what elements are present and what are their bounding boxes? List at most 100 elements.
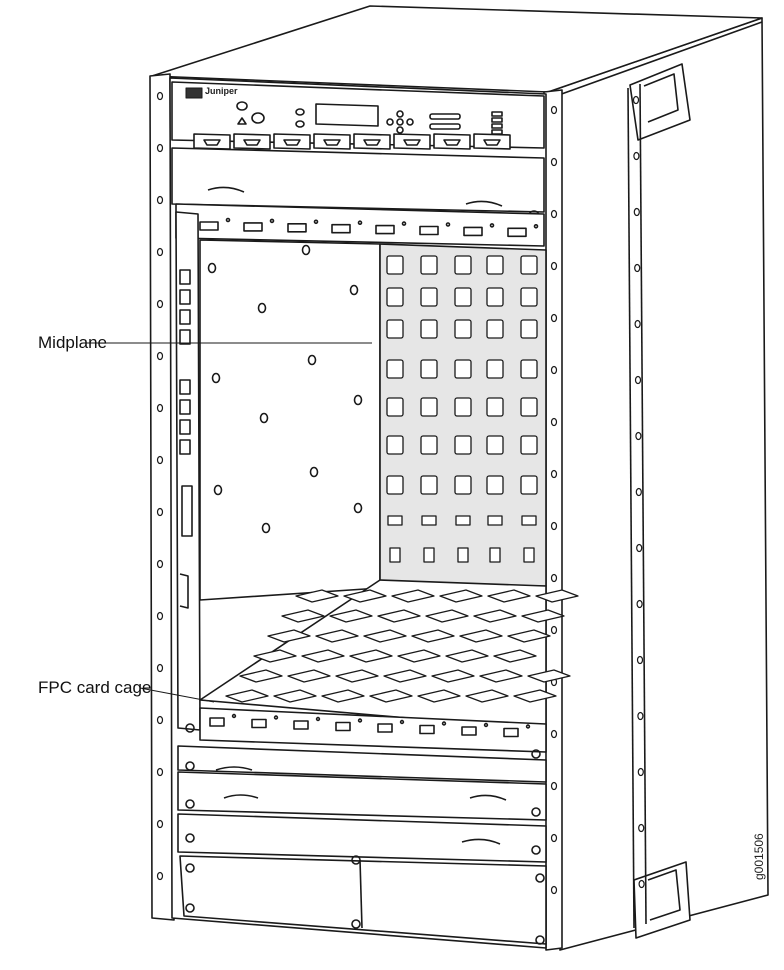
midplane-connector (386, 435, 404, 455)
midplane-connector (486, 287, 504, 307)
mounting-hole (550, 261, 558, 271)
power-supply-bays (179, 855, 547, 945)
card-guide (363, 629, 407, 643)
wall-screw (213, 484, 223, 496)
slot-latch (463, 226, 483, 237)
panel-screw (535, 873, 545, 883)
card-guide (513, 689, 557, 703)
rail-hole (635, 487, 642, 497)
midplane-connector (420, 359, 438, 379)
port-pins (323, 139, 341, 146)
right-mounting-ear (543, 89, 563, 951)
port-connector (393, 133, 431, 150)
midplane-connector-small (421, 515, 437, 526)
re-port (179, 289, 191, 305)
card-guide (281, 609, 325, 623)
rail-hole (638, 879, 645, 889)
card-guide (425, 609, 469, 623)
port-connector (233, 133, 271, 150)
rail-hole (636, 543, 643, 553)
midplane-connector (520, 255, 538, 275)
nav-button (406, 118, 414, 126)
mounting-hole (550, 469, 558, 479)
midplane-connector (454, 475, 472, 495)
slot-latch (507, 227, 527, 238)
card-guide (295, 589, 339, 603)
midplane-label: Midplane (38, 333, 107, 352)
midplane-connector (420, 397, 438, 417)
rail-hole (633, 151, 640, 161)
port-connector (313, 133, 351, 150)
card-guide (527, 669, 571, 683)
port-connector (193, 133, 231, 150)
card-guide (459, 629, 503, 643)
midplane-connector (520, 435, 538, 455)
front-screw (185, 833, 195, 843)
re-port (179, 269, 191, 285)
wall-screw (261, 522, 271, 534)
card-guide (273, 689, 317, 703)
rail-hole (633, 207, 640, 217)
slot-screw (399, 719, 405, 725)
slot-screw (483, 722, 489, 728)
panel-screw (351, 919, 361, 929)
slot-screw (525, 724, 531, 729)
card-guide (321, 689, 365, 703)
lower-fan-tray-2 (177, 771, 547, 821)
midplane-connector-small (423, 547, 435, 563)
card-guide (239, 669, 283, 683)
rail-hole (634, 319, 641, 329)
port-connector (473, 133, 511, 150)
status-led (491, 117, 503, 123)
midplane-connector (454, 435, 472, 455)
midplane-connector (486, 397, 504, 417)
slot-screw (357, 220, 363, 225)
midplane-connector-small (521, 515, 537, 526)
card-guide (287, 669, 331, 683)
figure-id: g001506 (752, 833, 766, 880)
front-screw (185, 761, 195, 771)
midplane-connector (420, 435, 438, 455)
slot-screw (231, 713, 237, 719)
front-screw (185, 723, 195, 733)
midplane-connector (386, 475, 404, 495)
card-guide (391, 589, 435, 603)
slot-latch (293, 720, 309, 730)
mounting-hole (156, 559, 164, 569)
midplane-connector (454, 397, 472, 417)
mounting-hole (156, 663, 164, 673)
port-pins (203, 139, 221, 146)
card-guide (397, 649, 441, 663)
midplane-connector (386, 287, 404, 307)
mounting-hole (156, 91, 164, 101)
card-guide (267, 629, 311, 643)
slot-screw (269, 218, 275, 224)
panel-screw (185, 903, 195, 913)
re-port (179, 399, 191, 415)
midplane-connector (486, 475, 504, 495)
slot-latch (209, 717, 225, 727)
slot-latch (199, 221, 219, 231)
midplane-connector (386, 319, 404, 339)
card-guide (343, 589, 387, 603)
re-port (179, 379, 191, 395)
midplane-connector-small (489, 547, 501, 563)
nav-button (386, 118, 394, 126)
card-guide (487, 589, 531, 603)
fpc-leader-line (139, 687, 215, 703)
rail-hole (637, 711, 644, 721)
mounting-hole (156, 195, 164, 205)
panel-screw (185, 863, 195, 873)
card-guide (315, 629, 359, 643)
midplane-connector (520, 287, 538, 307)
rail-hole (634, 375, 642, 385)
mounting-hole (550, 157, 558, 167)
rail-hole (637, 767, 644, 777)
slot-screw (489, 223, 495, 228)
slot-latch (243, 222, 263, 232)
midplane-connector (520, 397, 538, 417)
mounting-hole (156, 143, 164, 153)
front-screw (185, 799, 195, 809)
midplane-connector (486, 359, 504, 379)
